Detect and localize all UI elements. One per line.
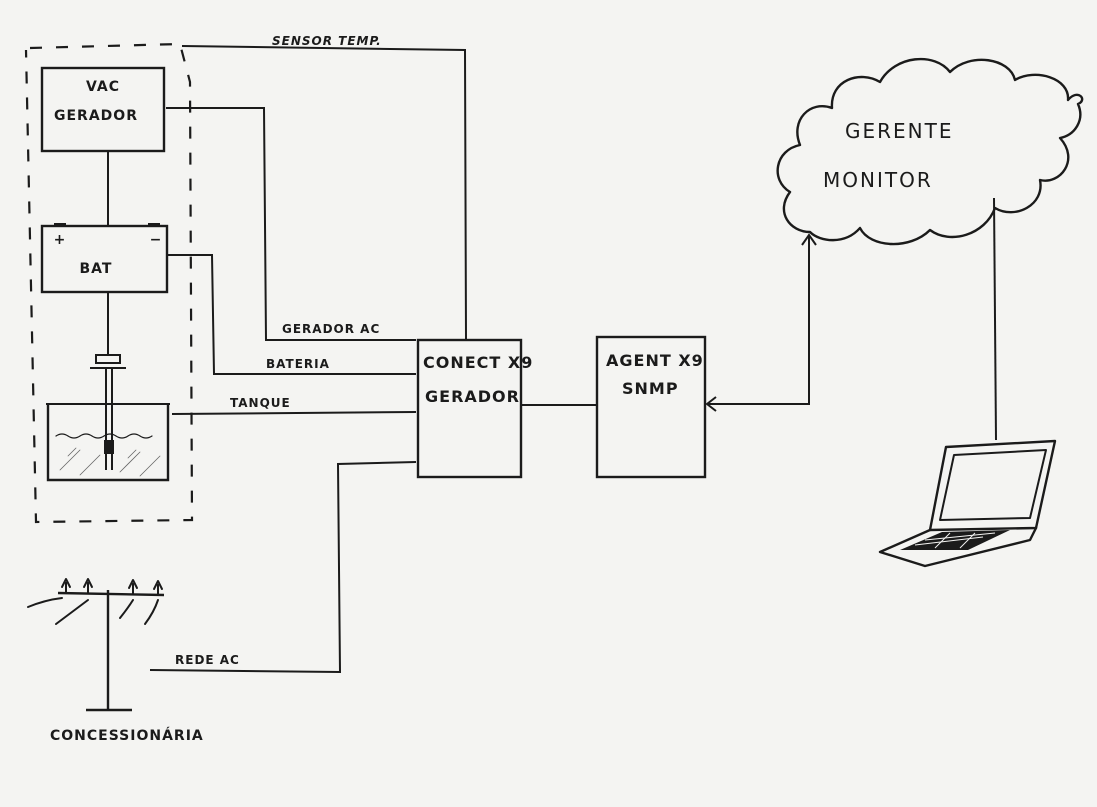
rede-ac-label: REDE AC <box>175 653 240 667</box>
manager-cloud: GERENTE MONITOR <box>776 57 1084 246</box>
tanque-wire <box>171 411 417 415</box>
battery-minus-terminal: − <box>150 232 163 248</box>
utility-pole-icon <box>27 578 165 712</box>
generator-label-bottom: GERADOR <box>54 108 138 124</box>
bateria-label: BATERIA <box>266 357 330 371</box>
generator-group-enclosure <box>24 42 194 524</box>
fuel-level-sensor <box>90 345 126 470</box>
agent-manager-link <box>705 233 817 412</box>
sensor-temp-label: SENSOR TEMP. <box>272 34 382 48</box>
utility-label: CONCESSIONÁRIA <box>50 727 204 744</box>
fuel-tank <box>46 403 170 482</box>
connect-label-top: CONECT X9 <box>423 353 533 372</box>
gerador-ac-wire <box>166 107 416 341</box>
laptop-icon <box>878 439 1057 568</box>
rede-ac-wire <box>149 461 417 674</box>
manager-label-bottom: MONITOR <box>823 168 933 192</box>
bateria-wire <box>168 254 416 375</box>
connect-x9-box: CONECT X9 GERADOR <box>416 338 533 479</box>
generator-box: VAC GERADOR <box>40 66 166 153</box>
gerador-ac-label: GERADOR AC <box>282 322 380 336</box>
battery-label: BAT <box>80 261 113 277</box>
connect-label-bottom: GERADOR <box>425 387 520 406</box>
agent-x9-box: AGENT X9 SNMP <box>595 335 707 479</box>
battery-box: + − BAT <box>40 223 169 294</box>
manager-laptop-link <box>993 197 997 441</box>
agent-label-bottom: SNMP <box>622 379 679 398</box>
tanque-label: TANQUE <box>230 396 291 410</box>
sensor-temp-wire <box>181 45 467 341</box>
manager-label-top: GERENTE <box>845 119 953 143</box>
agent-label-top: AGENT X9 <box>606 351 704 370</box>
battery-plus-terminal: + <box>54 232 67 248</box>
generator-label-top: VAC <box>86 79 120 95</box>
